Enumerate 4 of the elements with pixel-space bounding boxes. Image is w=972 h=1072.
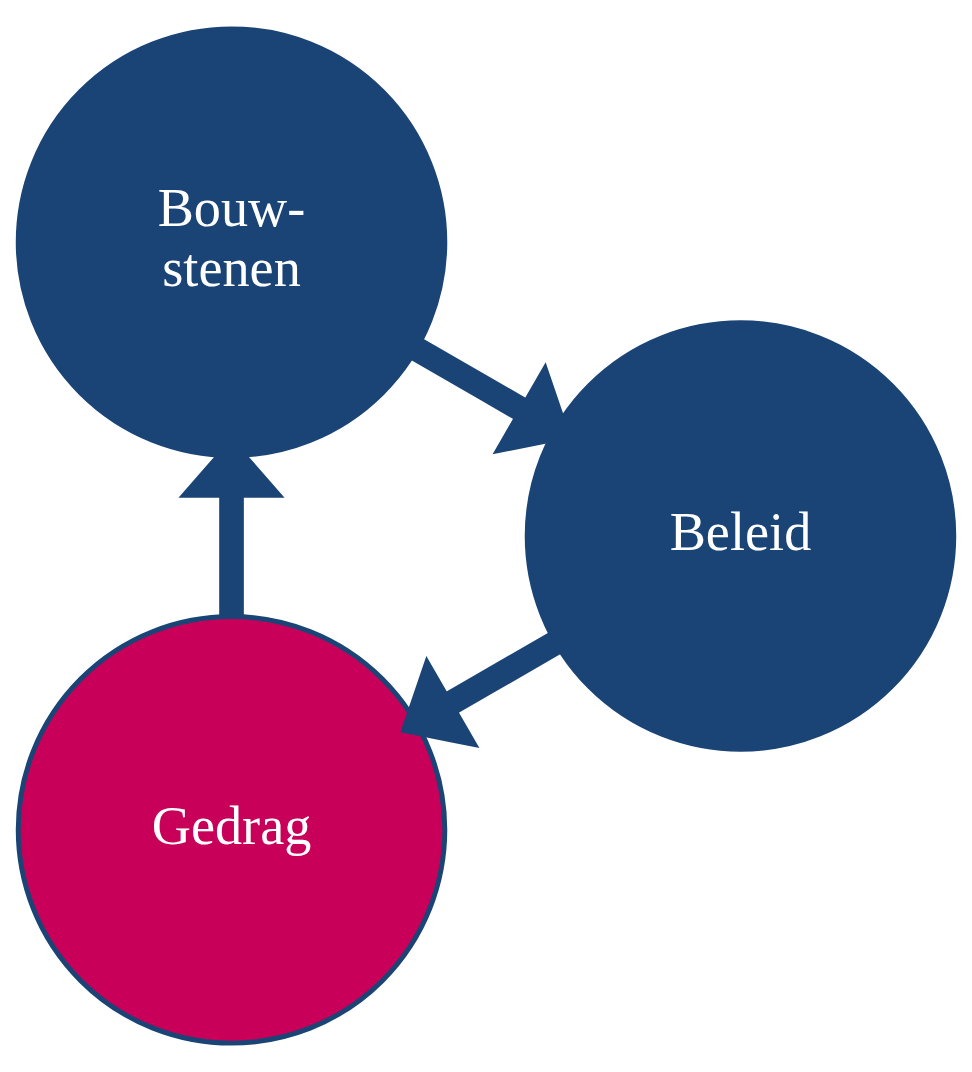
node-circle: Beleid	[524, 320, 957, 752]
node-circle: Gedrag	[15, 614, 448, 1046]
arrow	[400, 632, 562, 749]
node-circle: Bouw- stenen	[15, 26, 448, 458]
